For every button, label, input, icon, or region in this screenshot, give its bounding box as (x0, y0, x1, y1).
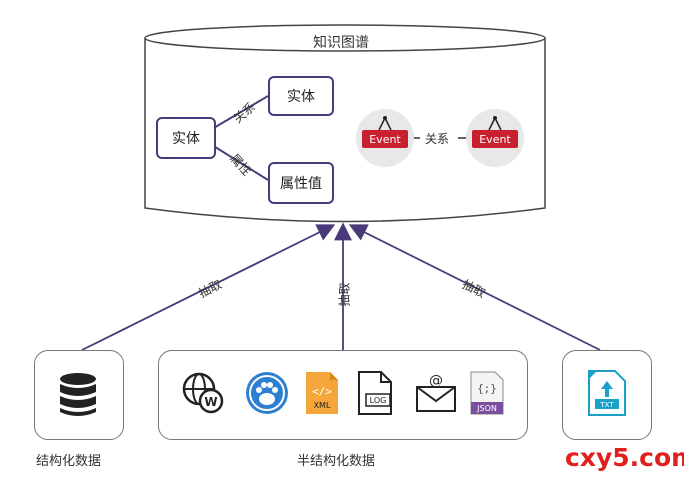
web-icon: W (182, 372, 224, 414)
relation-edge (211, 95, 269, 130)
attribute-value-node: 属性值 (268, 162, 334, 204)
kg-cylinder (144, 38, 546, 223)
entity-left-label: 实体 (172, 131, 200, 147)
attribute-edge (211, 144, 269, 181)
watermark: cxy5.com (565, 443, 684, 472)
event-left-label: Event (362, 130, 408, 148)
extract-arrow-left (81, 224, 336, 351)
kg-title: 知识图谱 (313, 35, 369, 51)
attribute-value-label: 属性值 (280, 176, 322, 192)
event-left-node: Event (356, 109, 414, 167)
svg-text:@: @ (429, 373, 443, 389)
json-glyph: {;} (477, 382, 497, 395)
entity-left-node: 实体 (156, 117, 216, 159)
log-file-icon: LOG (358, 371, 392, 415)
xml-file-icon: </> XML (306, 372, 338, 414)
hanger-icon (378, 116, 392, 131)
svg-text:W: W (204, 395, 217, 409)
entity-right-label: 实体 (287, 89, 315, 105)
hanger-icon (488, 116, 502, 131)
database-icon (60, 373, 96, 416)
xml-tag: XML (314, 401, 331, 410)
kg-cylinder-top (144, 24, 546, 52)
event-right-node: Event (466, 109, 524, 167)
event-right-label: Event (472, 130, 518, 148)
log-tag: LOG (370, 396, 387, 405)
structured-data-label: 结构化数据 (36, 454, 102, 469)
txt-tag: TXT (599, 401, 614, 409)
extract-arrow-right (348, 224, 601, 351)
unstructured-data-card: TXT (562, 350, 652, 440)
email-icon: @ (416, 373, 456, 412)
entity-right-node: 实体 (268, 76, 334, 116)
json-tag: JSON (476, 404, 497, 413)
semi-structured-data-card: W </> XML LOG @ (158, 350, 528, 440)
txt-file-icon: TXT (588, 370, 626, 416)
extract-label-middle: 抽取 (337, 282, 352, 307)
semi-structured-data-label: 半结构化数据 (297, 454, 376, 469)
baidu-paw-icon (246, 372, 288, 414)
event-relation-label: 关系 (425, 132, 450, 146)
structured-data-card (34, 350, 124, 440)
json-file-icon: {;} JSON (470, 371, 504, 415)
svg-text:</>: </> (312, 385, 332, 398)
